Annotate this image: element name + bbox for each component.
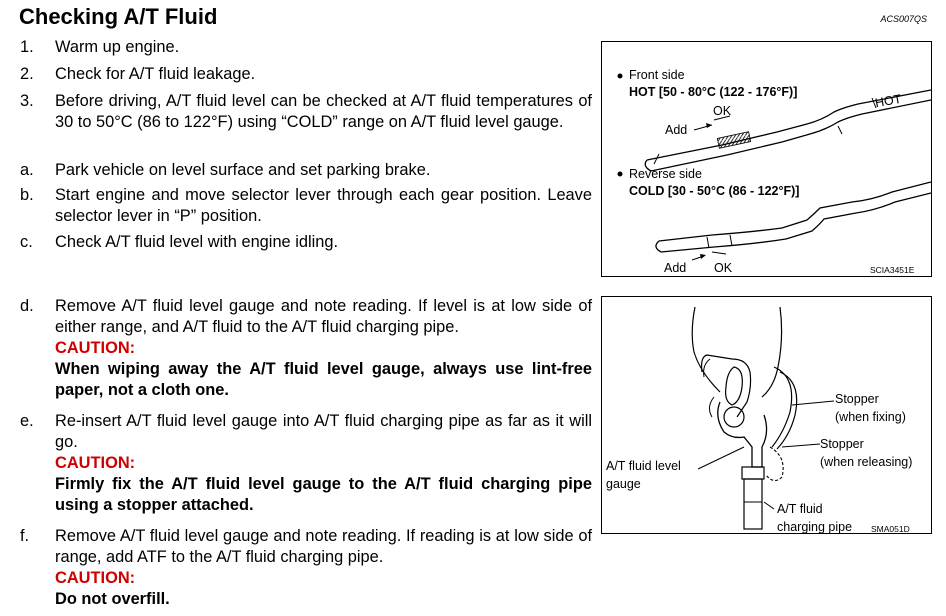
gauge-label-2: gauge xyxy=(606,477,641,491)
pipe-label-2: charging pipe xyxy=(777,520,853,534)
step-number: d. xyxy=(20,297,34,315)
step-text: Check A/T fluid level with engine idling… xyxy=(55,233,339,251)
caution-label: CAUTION: xyxy=(55,454,136,472)
step-number: a. xyxy=(20,161,34,179)
gauge-label: A/T fluid level xyxy=(606,459,681,473)
step-e: e. Re-insert A/T fluid level gauge into … xyxy=(20,411,592,516)
stopper-releasing-state: (when releasing) xyxy=(820,455,913,469)
caution-text: When wiping away the A/T fluid level gau… xyxy=(55,360,592,399)
stopper-figure: Stopper (when fixing) Stopper (when rele… xyxy=(601,296,932,534)
step-text: Before driving, A/T fluid level can be c… xyxy=(55,92,592,131)
add-label-2: Add xyxy=(664,261,687,275)
figure-code: SCIA3451E xyxy=(870,265,915,275)
step-number: b. xyxy=(20,186,34,204)
cold-range-label: COLD [30 - 50°C (86 - 122°F)] xyxy=(629,184,800,198)
step-number: 3. xyxy=(20,92,34,110)
dipstick-illustration xyxy=(617,73,931,261)
step-text: Remove A/T fluid level gauge and note re… xyxy=(55,297,592,336)
stopper-fixing-state: (when fixing) xyxy=(835,410,906,424)
step-2: 2. Check for A/T fluid leakage. xyxy=(20,64,592,85)
caution-text: Do not overfill. xyxy=(55,590,170,608)
ok-label: OK xyxy=(713,104,732,118)
reverse-side-label: Reverse side xyxy=(629,167,702,181)
add-label: Add xyxy=(665,123,688,137)
front-side-label: Front side xyxy=(629,68,685,82)
stopper-fixing-label: Stopper xyxy=(835,392,879,406)
step-d: d. Remove A/T fluid level gauge and note… xyxy=(20,296,592,401)
step-text: Remove A/T fluid level gauge and note re… xyxy=(55,527,592,566)
step-number: e. xyxy=(20,412,34,430)
step-text: Check for A/T fluid leakage. xyxy=(55,65,256,83)
section-code: ACS007QS xyxy=(880,14,927,24)
figure-code: SMA051D xyxy=(871,524,910,534)
step-text: Park vehicle on level surface and set pa… xyxy=(55,161,431,179)
dipstick-figure: Front side HOT [50 - 80°C (122 - 176°F)]… xyxy=(601,41,932,277)
step-number: f. xyxy=(20,527,30,545)
caution-text: Firmly fix the A/T fluid level gauge to … xyxy=(55,475,592,514)
step-c: c. Check A/T fluid level with engine idl… xyxy=(20,232,592,253)
page-title: Checking A/T Fluid xyxy=(19,4,218,29)
caution-label: CAUTION: xyxy=(55,339,136,357)
hand-gauge-illustration xyxy=(691,306,835,530)
step-f: f. Remove A/T fluid level gauge and note… xyxy=(20,526,592,610)
step-1: 1. Warm up engine. xyxy=(20,37,592,58)
step-text: Start engine and move selector lever thr… xyxy=(55,186,592,225)
pipe-label: A/T fluid xyxy=(777,502,823,516)
step-3: 3. Before driving, A/T fluid level can b… xyxy=(20,91,592,133)
step-number: c. xyxy=(20,233,33,251)
hot-range-label: HOT [50 - 80°C (122 - 176°F)] xyxy=(629,85,798,99)
stopper-releasing-label: Stopper xyxy=(820,437,864,451)
step-number: 2. xyxy=(20,65,34,83)
step-text: Warm up engine. xyxy=(55,38,180,56)
step-a: a. Park vehicle on level surface and set… xyxy=(20,160,592,181)
step-b: b. Start engine and move selector lever … xyxy=(20,185,592,227)
step-text: Re-insert A/T fluid level gauge into A/T… xyxy=(55,412,592,451)
step-number: 1. xyxy=(20,38,34,56)
ok-label-2: OK xyxy=(714,261,733,275)
caution-label: CAUTION: xyxy=(55,569,136,587)
